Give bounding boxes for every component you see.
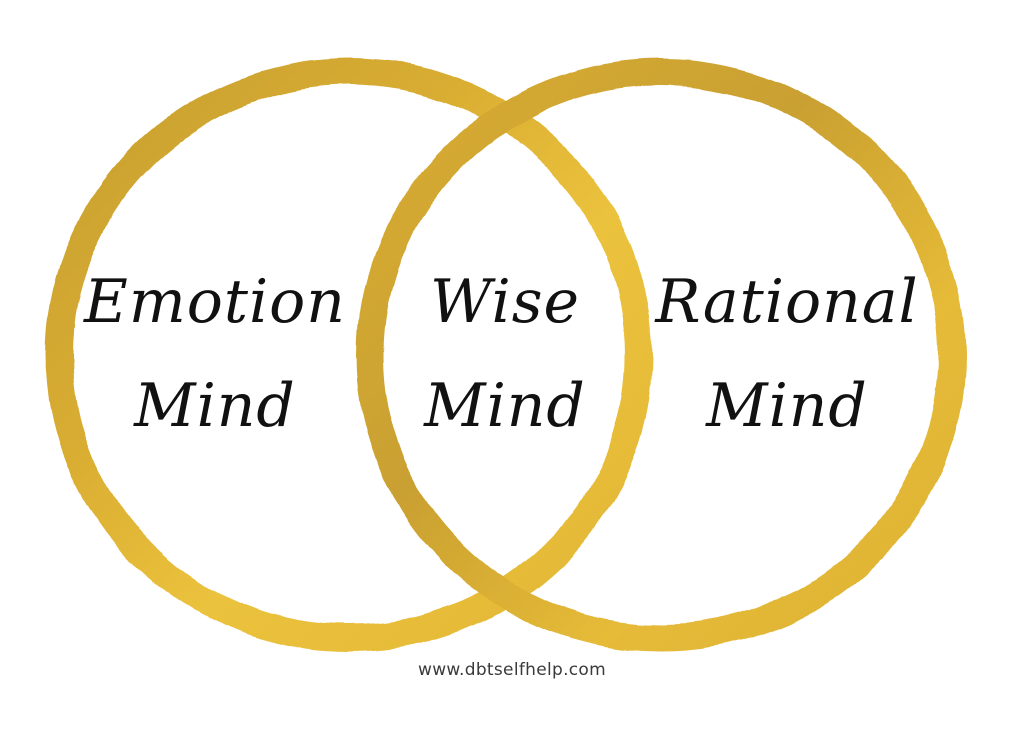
rational-mind-line2: Mind: [706, 371, 868, 441]
emotion-mind-label: Emotion Mind: [84, 250, 346, 458]
emotion-mind-line1: Emotion: [84, 267, 346, 337]
wise-mind-line2: Mind: [424, 371, 586, 441]
wise-mind-line1: Wise: [429, 267, 581, 337]
rational-mind-label: Rational Mind: [655, 250, 918, 458]
emotion-mind-line2: Mind: [134, 371, 296, 441]
wise-mind-label: Wise Mind: [424, 250, 586, 458]
rational-mind-line1: Rational: [655, 267, 919, 337]
website-url: www.dbtselfhelp.com: [418, 660, 606, 680]
emotion-mind-ring: [45, 58, 653, 652]
rational-mind-ring: [356, 58, 966, 652]
